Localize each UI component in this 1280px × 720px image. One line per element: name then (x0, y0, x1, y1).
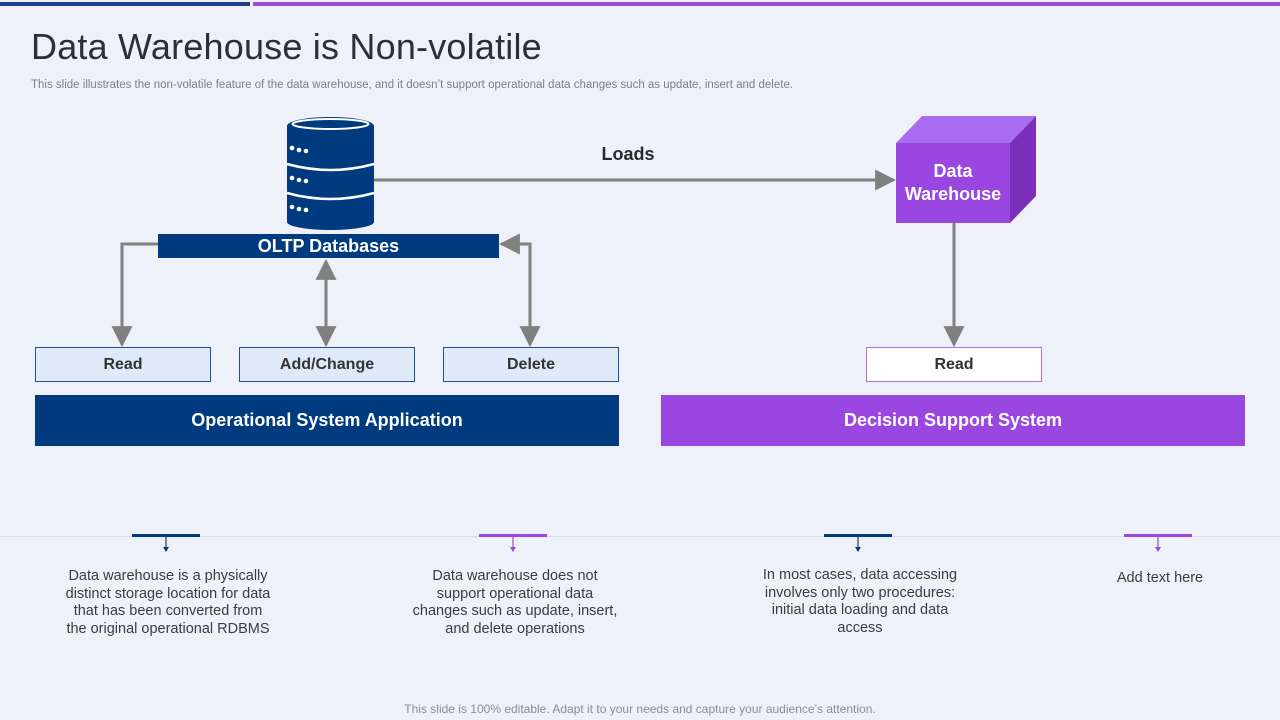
data-warehouse-label-line1: Data (933, 161, 973, 181)
footer-note: This slide is 100% editable. Adapt it to… (404, 702, 876, 716)
add-change-operation-box: Add/Change (239, 347, 415, 382)
page-title: Data Warehouse is Non-volatile (31, 26, 542, 67)
note-4-text: Add text here (1116, 570, 1204, 586)
note-4-arrow-icon (1155, 537, 1161, 552)
note-1-text: Data warehouse is a physically distinct … (65, 568, 271, 637)
decision-support-band: Decision Support System (661, 395, 1245, 446)
note-2-text: Data warehouse does not support operatio… (412, 568, 618, 637)
delete-connector-arrow (498, 233, 541, 348)
page-subtitle: This slide illustrates the non-volatile … (31, 79, 794, 91)
top-accent-bar-purple (253, 2, 1280, 6)
note-3-text: In most cases, data accessing involves o… (762, 567, 958, 636)
note-1-accent (132, 534, 200, 537)
note-1-arrow-icon (163, 537, 169, 552)
note-2-accent (479, 534, 547, 537)
read-operation-box: Read (35, 347, 211, 382)
data-warehouse-cube-icon (896, 116, 1036, 223)
note-3-arrow-icon (855, 537, 861, 552)
delete-operation-box: Delete (443, 347, 619, 382)
data-warehouse-label: Data Warehouse (897, 160, 1009, 206)
section-divider (0, 536, 1280, 537)
note-2-arrow-icon (510, 537, 516, 552)
operational-system-band: Operational System Application (35, 395, 619, 446)
read-connector-arrow (111, 242, 158, 348)
top-accent-bar-blue (0, 2, 250, 6)
data-warehouse-label-line2: Warehouse (904, 184, 1002, 204)
database-icon (286, 117, 375, 230)
dss-read-box: Read (866, 347, 1042, 382)
oltp-databases-bar: OLTP Databases (158, 234, 499, 258)
note-3-accent (824, 534, 892, 537)
loads-label: Loads (601, 144, 655, 164)
note-4-accent (1124, 534, 1192, 537)
